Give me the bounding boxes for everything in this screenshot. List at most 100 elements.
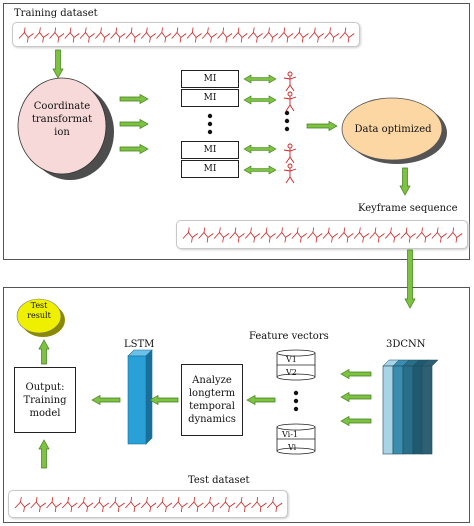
skeleton-figure [235,496,251,513]
cnn-layer [402,365,414,455]
skeleton-figure [95,27,111,43]
skeleton-figure [416,227,432,243]
skeleton-figure [140,496,157,513]
vector-label-vi: Vi [288,443,297,452]
output-training-model-box: Output: Training model [14,367,76,433]
skeleton-figure [384,227,401,243]
test-dataset-label: Test dataset [188,475,250,486]
skeleton-figure [217,27,233,43]
ellipsis-dot [293,406,299,412]
skeleton-figure [400,227,416,243]
data-optimized-label: Data optimized [354,124,432,135]
skeleton-figure [198,227,214,243]
skeleton-figure [308,27,324,43]
skeleton-figure [324,27,340,43]
double-arrow-mi-1 [243,74,277,84]
skeleton-figure [14,496,31,513]
skeleton-figure [369,227,385,243]
skeleton-figure [266,496,283,513]
arrow-cnn-to-features-1 [340,368,372,380]
arrow-analyze-to-lstm [149,394,179,406]
cnn-layer [382,365,394,455]
3dcnn-label: 3DCNN [386,339,426,350]
training-skeleton-sequence [18,27,355,43]
keyframe-skeleton-sequence [182,227,463,243]
ellipsis-dot [293,398,299,404]
skeleton-figure [182,227,199,243]
vector-label-v2: V2 [286,368,297,377]
arrow-coordinate-to-mi-3 [119,143,149,155]
skeleton-figure [291,227,307,243]
training-dataset-strip [12,22,360,47]
skeleton-figure [110,27,126,43]
skeleton-figure [77,496,94,513]
skeleton-figure [229,227,245,243]
skeleton-figure [109,496,125,513]
ellipsis-dot [284,118,290,124]
skeleton-figure [30,496,46,513]
stick-figure-4 [283,163,297,184]
skeleton-figure [244,227,261,243]
skeleton-figure [46,496,62,513]
skeleton-figure [353,227,370,243]
skeleton-figure [93,496,110,513]
stick-figure-1 [283,71,297,92]
skeleton-figure [247,27,263,43]
keyframe-sequence-label: Keyframe sequence [358,203,458,214]
arrow-features-to-analyze [246,394,276,406]
arrow-keyframe-to-3dcnn [404,249,416,309]
arrow-to-data-optimized [306,120,338,132]
analyze-box: Analyze longterm temporal dynamics [181,364,243,436]
skeleton-figure [172,496,188,513]
skeleton-figure [219,496,236,513]
skeleton-figure [33,27,50,43]
skeleton-figure [322,227,339,243]
vector-label-vi-1: Vi-1 [282,430,298,439]
training-panel [3,3,470,260]
skeleton-figure [339,27,355,43]
skeleton-figure [125,496,141,513]
skeleton-figure [263,27,279,43]
skeleton-figure [125,27,141,43]
skeleton-figure [276,227,292,243]
skeleton-figure [251,496,267,513]
skeleton-figure [213,227,230,243]
ellipsis-dot [293,390,299,396]
keyframe-strip [176,220,468,249]
skeleton-figure [61,496,78,513]
skeleton-figure [447,227,463,243]
skeleton-figure [156,27,172,43]
arrow-coordinate-to-mi-2 [119,118,149,130]
arrow-test-dataset-to-output [38,439,50,469]
arrow-cnn-to-features-2 [340,391,372,403]
skeleton-figure [203,496,220,513]
arrow-optimized-to-keyframe [399,167,411,196]
arrow-lstm-to-output [91,394,121,406]
mi-box-4: MI [181,160,239,178]
skeleton-figure [188,496,204,513]
coordinate-transformation-label: Coordinate transformat ion [31,101,93,138]
ellipsis-dot [284,110,290,116]
cnn-layer [412,365,424,455]
skeleton-figure [64,27,80,43]
ellipsis-dot [284,126,290,132]
mi-box-1: MI [181,70,239,88]
skeleton-figure [293,27,309,43]
feature-vectors-label: Feature vectors [249,331,329,342]
arrow-dataset-to-coordinate [52,49,64,79]
skeleton-figure [338,227,354,243]
ellipsis-dot [207,121,213,127]
skeleton-figure [79,27,95,43]
lstm-bar [127,355,147,445]
skeleton-figure [232,27,248,43]
double-arrow-mi-3 [243,144,277,154]
lstm-label: LSTM [124,339,155,350]
ellipsis-dot [207,113,213,119]
arrow-output-to-test-result [38,339,50,365]
cnn-layer [421,365,433,455]
feature-cylinder-top [276,349,316,381]
training-dataset-label: Training dataset [14,8,98,19]
lstm-bar-side [145,349,153,445]
